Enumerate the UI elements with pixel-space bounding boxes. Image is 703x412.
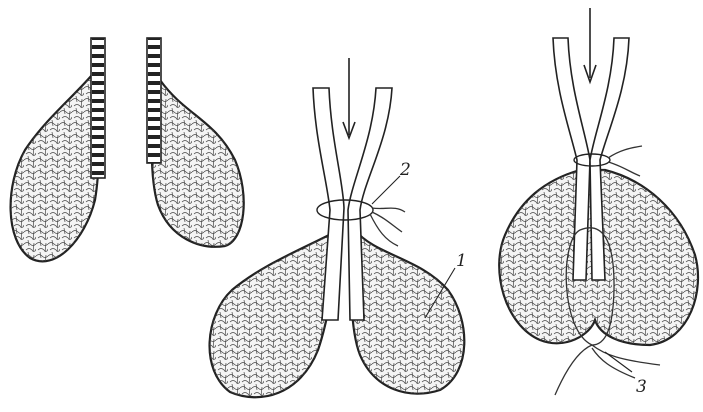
right-lobe-b <box>351 230 464 394</box>
right-lobe-a <box>152 80 244 247</box>
panel-c: 3 <box>499 8 698 397</box>
label-1: 1 <box>456 251 467 271</box>
left-lobe-a <box>11 75 100 261</box>
leader-3 <box>605 352 632 372</box>
label-2: 2 <box>399 160 411 180</box>
arrow-c <box>584 8 596 82</box>
label-3: 3 <box>636 377 647 397</box>
right-tube-a <box>147 38 161 163</box>
leader-2 <box>372 176 400 204</box>
left-lobe-b <box>210 232 340 397</box>
arrow-b <box>343 58 355 138</box>
panel-a <box>11 38 244 261</box>
panel-b: 2 1 <box>210 58 467 397</box>
left-tube-a <box>91 38 105 178</box>
